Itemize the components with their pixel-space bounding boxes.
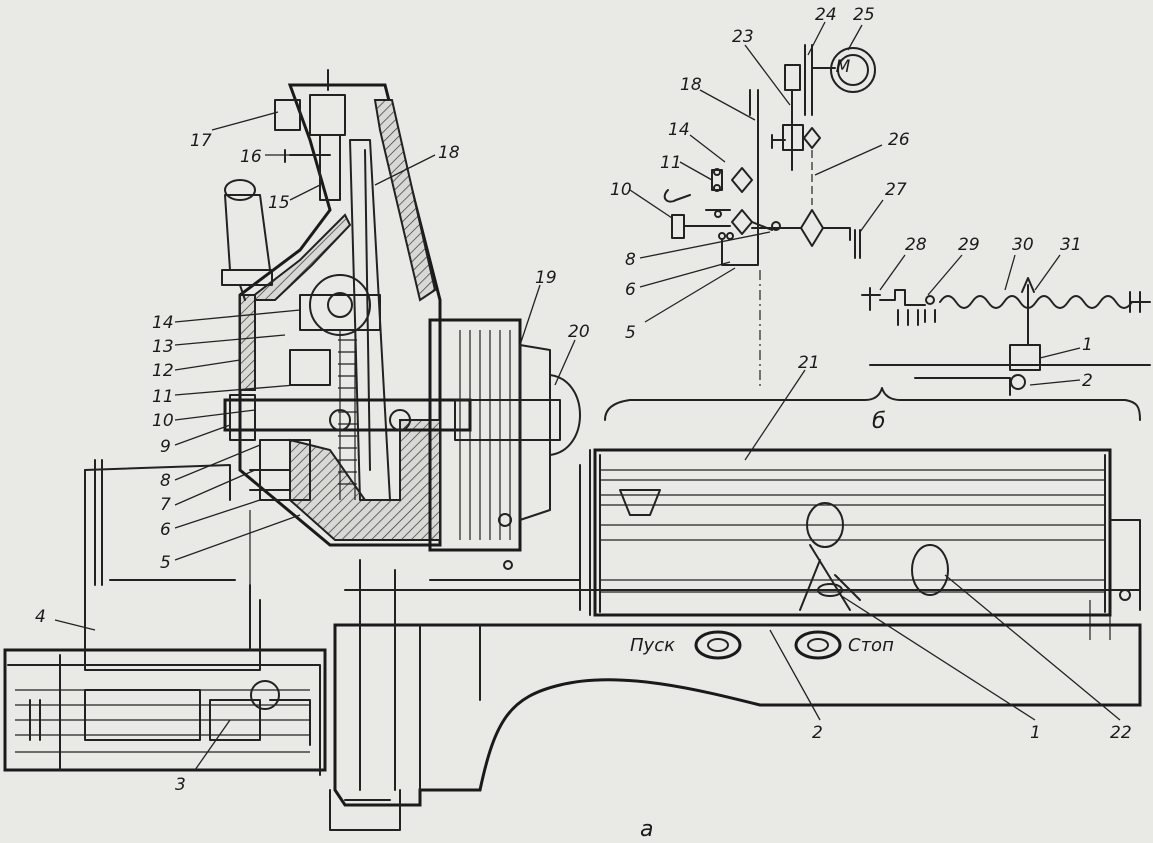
label-6: 6 (160, 520, 171, 540)
stop-label: Стоп (848, 635, 894, 656)
label-30: 30 (1012, 235, 1034, 255)
label-29: 29 (958, 235, 980, 255)
label-18: 18 (438, 143, 460, 163)
label-25: 25 (853, 5, 875, 25)
label-11: 11 (152, 387, 174, 407)
label-6-b: 6 (625, 280, 636, 300)
label-14-b: 14 (668, 120, 690, 140)
left-frame (84, 459, 261, 671)
label-3: 3 (175, 775, 186, 795)
label-19: 19 (535, 268, 557, 288)
sublabel-a: а (640, 817, 653, 842)
label-13: 13 (152, 337, 174, 357)
label-8: 8 (160, 471, 171, 491)
label-22: 22 (1110, 723, 1132, 743)
label-9: 9 (160, 437, 171, 457)
label-15: 15 (268, 193, 290, 213)
label-21: 21 (798, 353, 820, 373)
motor-symbol: M (836, 57, 851, 77)
sublabel-b: б (872, 409, 886, 434)
label-27: 27 (885, 180, 907, 200)
label-31: 31 (1060, 235, 1082, 255)
label-18-b: 18 (680, 75, 702, 95)
part-number-labels: 17 16 15 14 13 12 11 10 9 8 7 6 5 4 3 18… (35, 5, 1132, 842)
machine-bed (329, 559, 1142, 831)
control-handle (221, 179, 273, 301)
main-housing (223, 69, 472, 547)
label-24: 24 (815, 5, 837, 25)
start-label: Пуск (630, 635, 675, 656)
label-20: 20 (568, 322, 590, 342)
leader-lines (54, 21, 1121, 771)
label-1-bottom: 1 (1030, 723, 1041, 743)
kinematic-scheme (604, 44, 1151, 421)
label-10-b: 10 (610, 180, 632, 200)
label-4: 4 (35, 607, 46, 627)
work-table (579, 448, 1141, 617)
label-7: 7 (160, 495, 171, 515)
label-8-b: 8 (625, 250, 636, 270)
label-5: 5 (160, 553, 171, 573)
label-5-b: 5 (625, 323, 636, 343)
label-28: 28 (905, 235, 927, 255)
label-1-b: 1 (1082, 335, 1093, 355)
label-16: 16 (240, 147, 262, 167)
left-feed-unit (3, 648, 327, 776)
label-12: 12 (152, 361, 174, 381)
label-17: 17 (190, 131, 212, 151)
label-14: 14 (152, 313, 174, 333)
label-10: 10 (152, 411, 174, 431)
label-26: 26 (888, 130, 910, 150)
label-11-b: 11 (660, 153, 682, 173)
label-23: 23 (732, 27, 754, 47)
label-2-b: 2 (1082, 371, 1093, 391)
disc-assembly (428, 318, 581, 570)
label-2-bottom: 2 (812, 723, 823, 743)
stop-button-graphic (794, 630, 842, 660)
start-button-graphic (694, 630, 742, 660)
